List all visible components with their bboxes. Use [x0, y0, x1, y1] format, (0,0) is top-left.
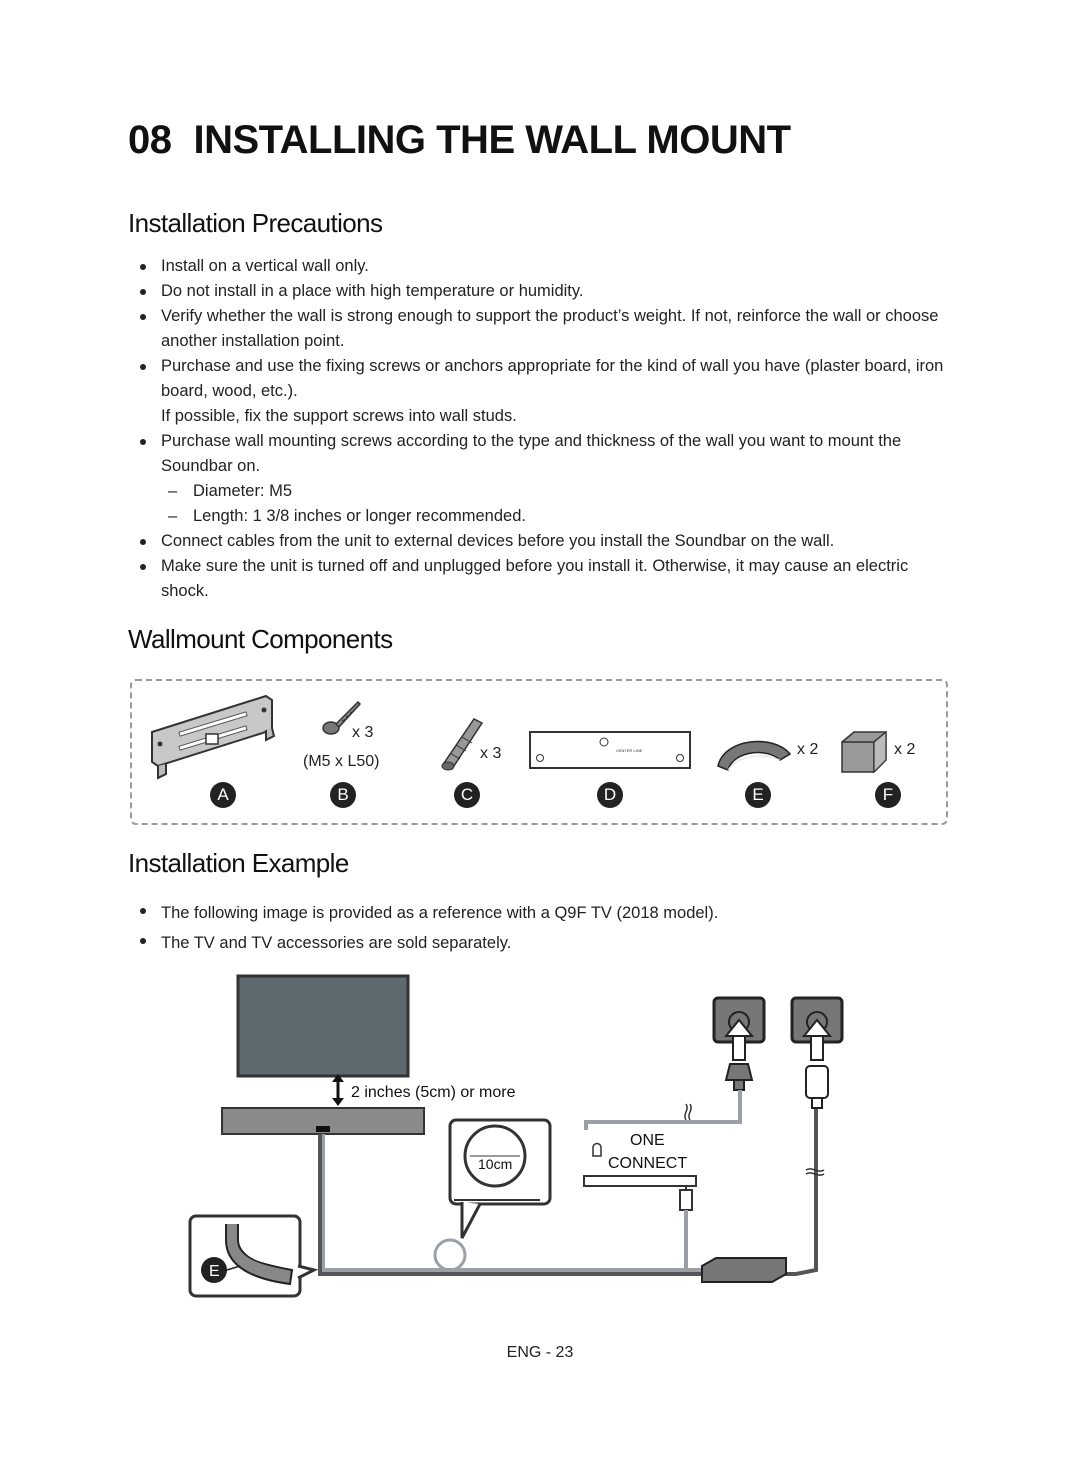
component-label-b: B: [330, 782, 356, 808]
installation-diagram: 2 inches (5cm) or more 10cm ONE CONNECT …: [188, 974, 844, 1298]
wallmount-bracket-plate-image: CENTER LINE: [529, 731, 691, 769]
block-quantity: x 2: [894, 741, 916, 758]
list-item: Purchase and use the fixing screws or an…: [128, 354, 958, 404]
cable-coil-callout: [448, 1118, 552, 1206]
page-number: ENG - 23: [506, 1344, 574, 1361]
component-label-e: E: [745, 782, 771, 808]
holder-block-image: [841, 730, 887, 774]
list-item: The TV and TV accessories are sold separ…: [128, 928, 958, 958]
list-item: Verify whether the wall is strong enough…: [128, 304, 958, 354]
components-panel: [130, 679, 948, 825]
one-connect-label-1: ONE: [630, 1132, 665, 1149]
screw-image: [322, 700, 362, 735]
one-connect-label-2: CONNECT: [608, 1155, 687, 1172]
tv-image: [236, 974, 410, 1078]
list-subitem: Length: 1 3/8 inches or longer recommend…: [128, 504, 958, 529]
anchor-quantity: x 3: [480, 745, 502, 762]
example-heading: Installation Example: [128, 848, 349, 878]
components-heading: Wallmount Components: [128, 624, 393, 654]
screw-spec: (M5 x L50): [303, 753, 380, 770]
gap-label: 2 inches (5cm) or more: [351, 1084, 516, 1101]
external-device-image: [701, 1257, 787, 1283]
list-item: Make sure the unit is turned off and unp…: [128, 554, 958, 604]
component-label-f: F: [875, 782, 901, 808]
precautions-heading: Installation Precautions: [128, 208, 383, 238]
gap-arrow-icon: [332, 1074, 344, 1106]
one-connect-box: [583, 1175, 697, 1187]
chapter-number: 08: [128, 118, 172, 162]
list-item: Purchase wall mounting screws according …: [128, 429, 958, 479]
component-label-c: C: [454, 782, 480, 808]
wall-bracket-image: [151, 694, 276, 780]
component-label-a: A: [210, 782, 236, 808]
list-item: The following image is provided as a ref…: [128, 898, 958, 928]
precautions-list: Install on a vertical wall only. Do not …: [128, 254, 958, 604]
list-item: Connect cables from the unit to external…: [128, 529, 958, 554]
wall-anchor-image: [441, 718, 484, 771]
list-item: Install on a vertical wall only.: [128, 254, 958, 279]
component-label-d: D: [597, 782, 623, 808]
chapter-title: 08 INSTALLING THE WALL MOUNT: [128, 118, 791, 163]
bracket-plate-text: CENTER LINE: [616, 748, 643, 753]
cable-holder-image: [717, 740, 792, 772]
detail-label: E: [209, 1263, 220, 1280]
chapter-title-text: INSTALLING THE WALL MOUNT: [193, 118, 792, 162]
list-item-note: If possible, fix the support screws into…: [161, 407, 517, 425]
screw-quantity: x 3: [352, 724, 374, 741]
list-item: Do not install in a place with high temp…: [128, 279, 958, 304]
example-list: The following image is provided as a ref…: [128, 898, 958, 958]
cable-holder-quantity: x 2: [797, 741, 819, 758]
coil-label: 10cm: [478, 1156, 512, 1172]
list-subitem: Diameter: M5: [128, 479, 958, 504]
